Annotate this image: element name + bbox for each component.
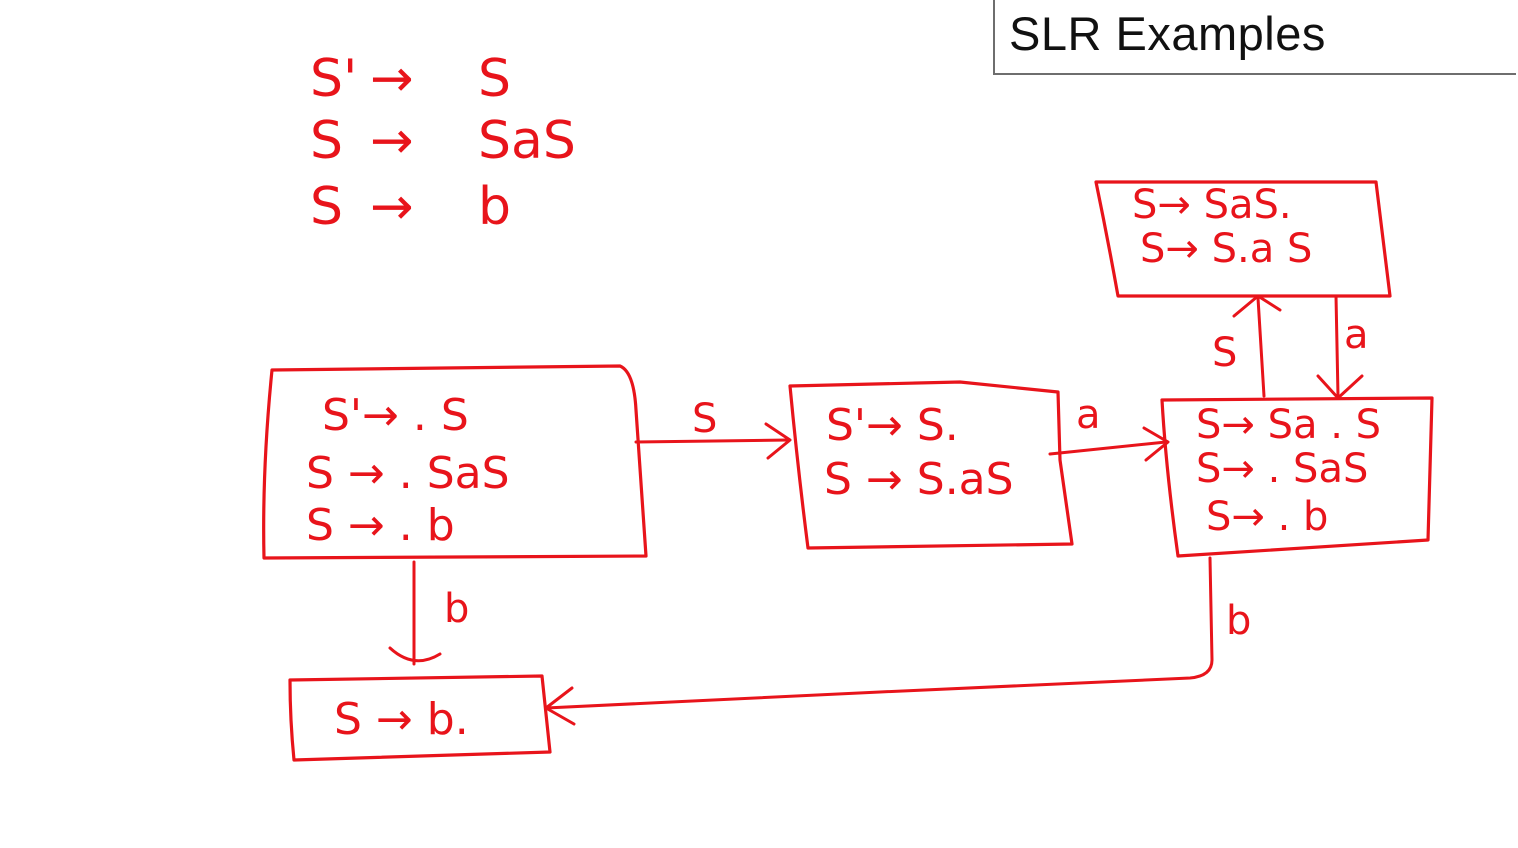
edge-i3-i2-line bbox=[1334, 294, 1340, 398]
edge-i0-i4: b bbox=[388, 560, 469, 666]
edge-i0-i4-arrowhead bbox=[388, 646, 442, 663]
edge-i2-i4-line bbox=[544, 556, 1214, 710]
state-i2-box bbox=[1160, 396, 1434, 558]
state-i0-item-1: S → . SaS bbox=[306, 448, 510, 499]
state-i1: S'→ S. S → S.aS bbox=[788, 380, 1074, 550]
state-i3: S→ SaS. S→ S.a S bbox=[1094, 180, 1392, 298]
production-1-lhs: S bbox=[310, 111, 343, 171]
edge-i0-i4-label: b bbox=[444, 586, 469, 632]
edge-i2-i3: S bbox=[1212, 294, 1282, 398]
edge-i3-i2: a bbox=[1316, 294, 1369, 400]
edge-i1-i2-arrowhead bbox=[1142, 426, 1170, 462]
production-1-arrow: → bbox=[370, 111, 414, 171]
production-2-arrow: → bbox=[370, 177, 414, 237]
edge-i0-i1-label: S bbox=[692, 396, 717, 442]
edge-i2-i4-label: b bbox=[1226, 598, 1251, 644]
production-0-lhs: S' bbox=[310, 49, 357, 109]
state-i0: S'→ . S S → . SaS S → . b bbox=[262, 364, 648, 560]
production-2-rhs: b bbox=[478, 177, 511, 237]
production-0-arrow: → bbox=[370, 49, 414, 109]
state-i4: S → b. bbox=[288, 674, 552, 762]
state-i2-item-0: S→ Sa . S bbox=[1196, 402, 1381, 448]
state-i1-box bbox=[788, 380, 1074, 550]
edge-i1-i2-line bbox=[1048, 440, 1168, 456]
state-i1-item-1: S → S.aS bbox=[824, 454, 1014, 505]
state-i1-item-0: S'→ S. bbox=[826, 400, 959, 451]
state-i3-item-1: S→ S.a S bbox=[1140, 226, 1312, 272]
edge-i3-i2-label: a bbox=[1344, 312, 1369, 358]
state-i0-box bbox=[262, 364, 648, 560]
slide-title: SLR Examples bbox=[1009, 7, 1326, 60]
state-i4-box bbox=[288, 674, 552, 762]
edge-i1-i2: a bbox=[1048, 392, 1170, 462]
state-i4-item-0: S → b. bbox=[334, 694, 469, 745]
state-i2: S→ Sa . S S→ . SaS S→ . b bbox=[1160, 396, 1434, 558]
state-i0-item-0: S'→ . S bbox=[322, 390, 469, 441]
edge-i0-i1-line bbox=[634, 438, 790, 444]
state-i3-box bbox=[1094, 180, 1392, 298]
production-1-rhs: SaS bbox=[478, 111, 576, 171]
grammar: S' → S S → SaS S → b bbox=[310, 49, 576, 237]
edge-i2-i4-arrowhead bbox=[544, 686, 576, 726]
edge-i2-i3-arrowhead bbox=[1232, 294, 1282, 318]
edge-i0-i1: S bbox=[634, 396, 792, 460]
production-0-rhs: S bbox=[478, 49, 511, 109]
state-i0-item-2: S → . b bbox=[306, 500, 455, 551]
title-box: SLR Examples bbox=[993, 0, 1516, 75]
edge-i1-i2-label: a bbox=[1076, 392, 1101, 438]
edge-i2-i3-line bbox=[1256, 296, 1266, 398]
state-i2-item-2: S→ . b bbox=[1206, 494, 1328, 540]
state-i2-item-1: S→ . SaS bbox=[1196, 446, 1368, 492]
state-i3-item-0: S→ SaS. bbox=[1132, 182, 1292, 228]
edge-i2-i3-label: S bbox=[1212, 330, 1237, 376]
edge-i0-i1-arrowhead bbox=[764, 422, 792, 460]
edge-i2-i4: b bbox=[544, 556, 1251, 726]
edge-i3-i2-arrowhead bbox=[1316, 374, 1364, 400]
production-2-lhs: S bbox=[310, 177, 343, 237]
